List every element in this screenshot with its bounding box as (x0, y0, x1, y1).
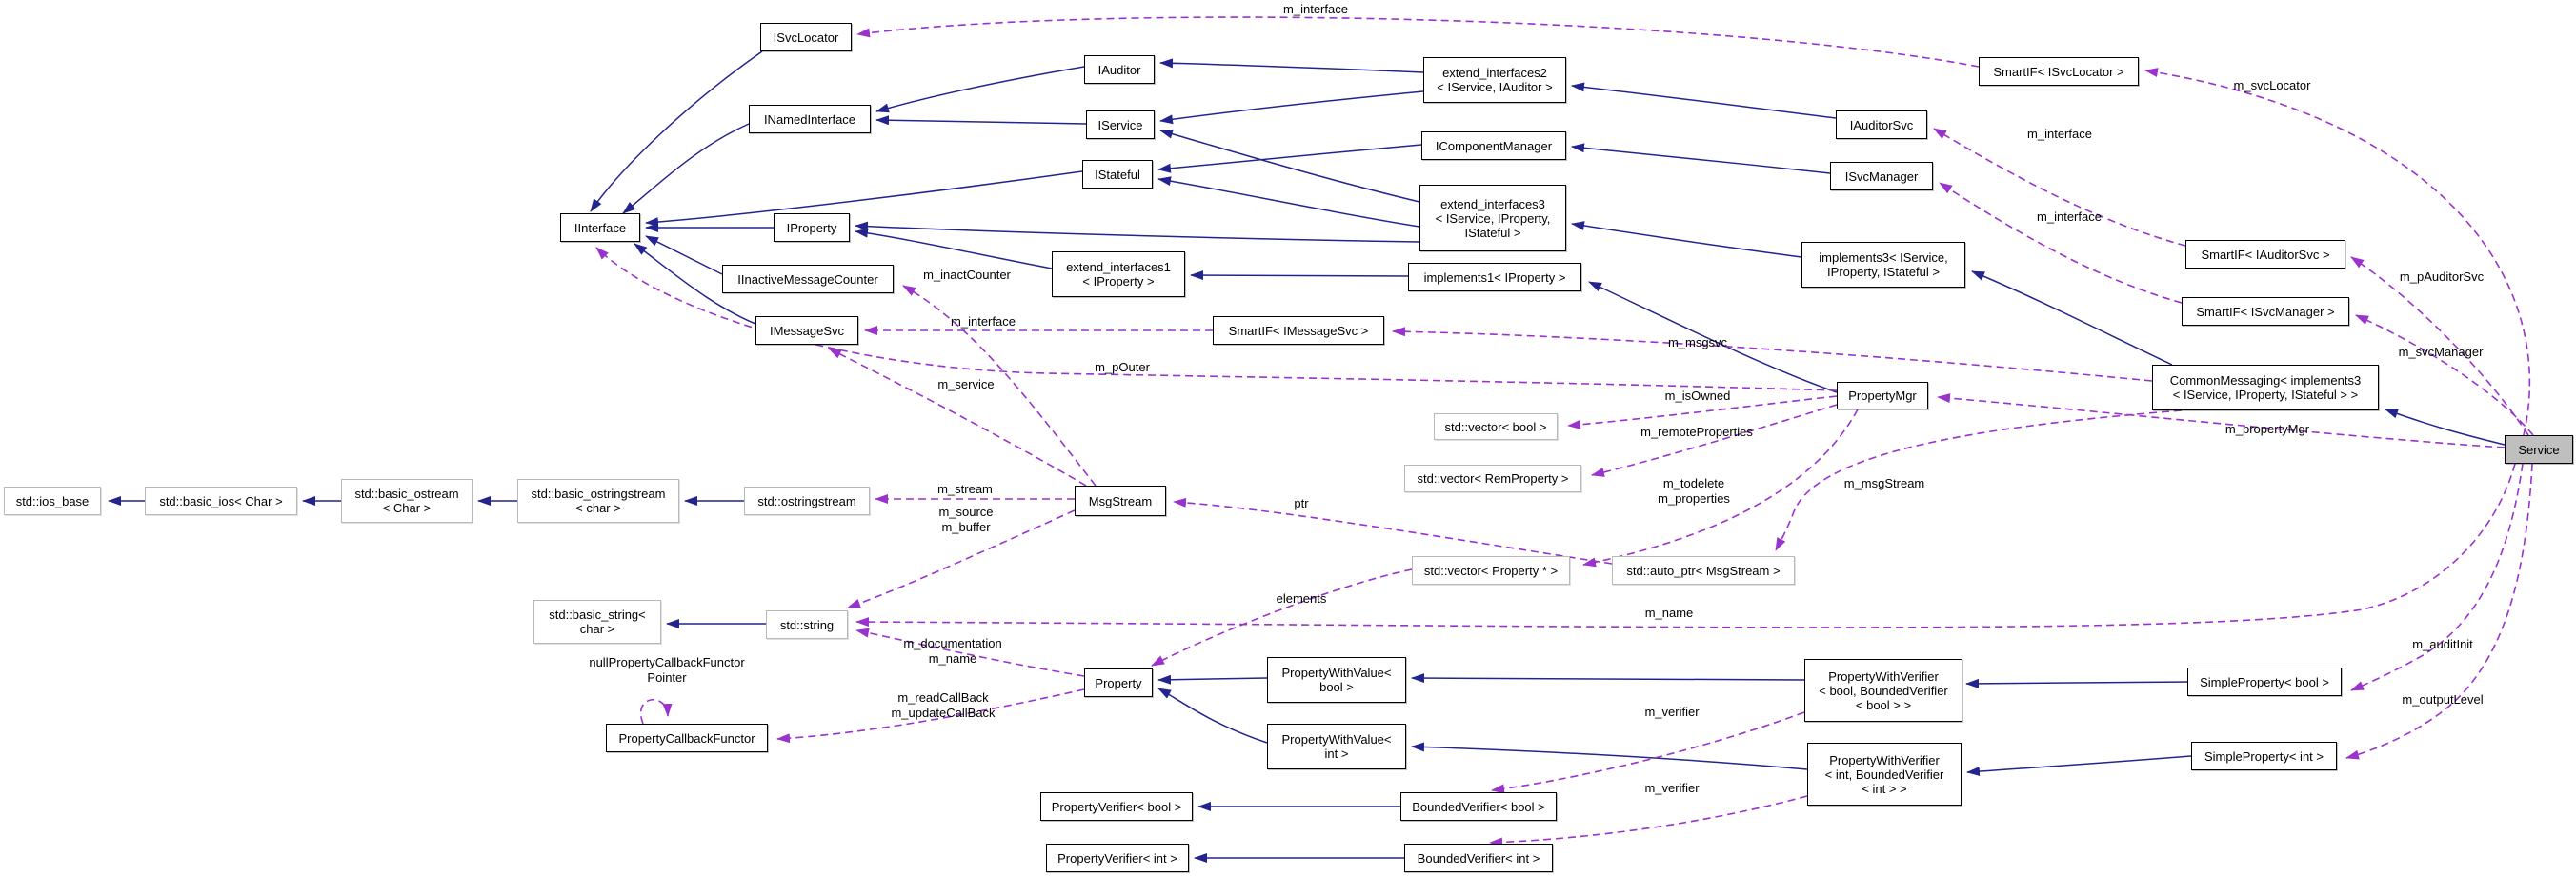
edge-label-ptr: ptr (1294, 496, 1309, 510)
class-node-icomponentmanager[interactable]: IComponentManager (1421, 131, 1566, 160)
class-node-vector-remproperty[interactable]: std::vector< RemProperty > (1404, 465, 1581, 492)
class-node-propertymgr[interactable]: PropertyMgr (1837, 382, 1928, 409)
class-node-vector-property-ptr[interactable]: std::vector< Property * > (1412, 556, 1570, 585)
edge-label-null-functor-pointer: nullPropertyCallbackFunctor Pointer (589, 655, 745, 685)
class-node-propertywithverifier-bool[interactable]: PropertyWithVerifier < bool, BoundedVeri… (1804, 659, 1962, 722)
class-node-istateful[interactable]: IStateful (1082, 160, 1153, 189)
class-node-propertywithverifier-int[interactable]: PropertyWithVerifier < int, BoundedVerif… (1807, 743, 1962, 806)
class-node-smartif-isvclocator[interactable]: SmartIF< ISvcLocator > (1979, 57, 2139, 86)
class-node-iproperty[interactable]: IProperty (774, 213, 850, 242)
class-node-basic-ostream[interactable]: std::basic_ostream < Char > (341, 479, 473, 523)
class-node-isvcmanager[interactable]: ISvcManager (1830, 162, 1933, 190)
class-node-simpleproperty-bool[interactable]: SimpleProperty< bool > (2187, 668, 2342, 696)
class-node-ostringstream[interactable]: std::ostringstream (744, 487, 870, 515)
class-node-msgstream[interactable]: MsgStream (1075, 486, 1166, 516)
class-node-string[interactable]: std::string (766, 610, 848, 639)
class-node-propertycallbackfunctor[interactable]: PropertyCallbackFunctor (606, 724, 768, 752)
class-node-iinterface[interactable]: IInterface (560, 213, 640, 242)
edge-label-m-propertymgr: m_propertyMgr (2224, 422, 2310, 436)
edge-label-m-remoteproperties: m_remoteProperties (1640, 425, 1753, 439)
class-node-simpleproperty-int[interactable]: SimpleProperty< int > (2191, 742, 2337, 770)
edge-label-m-auditinit: m_auditInit (2412, 637, 2473, 651)
class-node-vector-bool[interactable]: std::vector< bool > (1434, 413, 1558, 440)
edge-label-m-interface-svcmanager: m_interface (2037, 209, 2102, 224)
edge-label-m-verifier-int: m_verifier (1644, 781, 1700, 795)
edge-label-elements: elements (1276, 591, 1327, 606)
class-node-propertyverifier-int[interactable]: PropertyVerifier< int > (1046, 844, 1189, 872)
class-node-commonmessaging[interactable]: CommonMessaging< implements3 < IService,… (2152, 365, 2379, 410)
class-node-boundedverifier-int[interactable]: BoundedVerifier< int > (1404, 844, 1553, 872)
class-node-extend-interfaces3[interactable]: extend_interfaces3 < IService, IProperty… (1419, 185, 1566, 251)
edge-label-m-source-buffer: m_source m_buffer (938, 505, 994, 534)
edge-label-m-pauditorsvc: m_pAuditorSvc (2399, 269, 2485, 284)
edge-label-m-inactcounter: m_inactCounter (923, 268, 1011, 282)
edge-label-m-interface-auditorsvc: m_interface (2027, 127, 2092, 141)
class-node-smartif-imessagesvc[interactable]: SmartIF< IMessageSvc > (1213, 316, 1384, 345)
edge-label-m-documentation-name: m_documentation m_name (903, 636, 1002, 666)
class-node-propertywithvalue-int[interactable]: PropertyWithValue< int > (1267, 724, 1406, 769)
edge-label-m-read-update-callback: m_readCallBack m_updateCallBack (891, 690, 996, 720)
class-node-auto-ptr-msgstream[interactable]: std::auto_ptr< MsgStream > (1612, 556, 1795, 585)
class-node-inamedinterface[interactable]: INamedInterface (749, 105, 871, 133)
edge-label-m-msgsvc: m_msgsvc (1667, 335, 1728, 349)
class-node-propertyverifier-bool[interactable]: PropertyVerifier< bool > (1040, 792, 1193, 821)
class-node-smartif-isvcmanager[interactable]: SmartIF< ISvcManager > (2182, 297, 2349, 326)
class-node-iauditor[interactable]: IAuditor (1084, 55, 1155, 84)
class-node-boundedverifier-bool[interactable]: BoundedVerifier< bool > (1400, 792, 1557, 821)
class-node-iauditorsvc[interactable]: IAuditorSvc (1836, 110, 1927, 139)
class-node-smartif-iauditorsvc[interactable]: SmartIF< IAuditorSvc > (2185, 240, 2345, 269)
class-node-extend-interfaces2[interactable]: extend_interfaces2 < IService, IAuditor … (1423, 57, 1566, 103)
class-node-property[interactable]: Property (1084, 668, 1153, 697)
class-node-propertywithvalue-bool[interactable]: PropertyWithValue< bool > (1267, 657, 1406, 703)
edge-label-m-pouter: m_pOuter (1095, 360, 1150, 374)
class-node-isvclocator[interactable]: ISvcLocator (760, 23, 852, 51)
edge-label-m-verifier-bool: m_verifier (1644, 705, 1700, 719)
class-node-basic-string[interactable]: std::basic_string< char > (533, 600, 661, 644)
edge-label-m-svclocator: m_svcLocator (2233, 78, 2311, 92)
class-node-basic-ios[interactable]: std::basic_ios< Char > (145, 487, 297, 515)
class-node-ios-base[interactable]: std::ios_base (4, 487, 101, 515)
class-node-basic-ostringstream[interactable]: std::basic_ostringstream < char > (517, 479, 679, 523)
edge-label-m-msgstream: m_msgStream (1843, 476, 1925, 490)
class-node-iinactivemessagecounter[interactable]: IInactiveMessageCounter (722, 265, 894, 293)
edge-label-m-outputlevel: m_outputLevel (2402, 692, 2484, 707)
edge-label-m-service: m_service (937, 377, 995, 391)
edge-label-m-name: m_name (1644, 606, 1694, 620)
class-node-implements1[interactable]: implements1< IProperty > (1408, 263, 1581, 291)
edge-label-m-isowned: m_isOwned (1664, 389, 1731, 403)
edge-label-m-svcmanager: m_svcManager (2398, 345, 2484, 359)
edge-label-m-todelete-properties: m_todelete m_properties (1658, 476, 1730, 506)
class-node-extend-interfaces1[interactable]: extend_interfaces1 < IProperty > (1052, 251, 1185, 297)
class-node-iservice[interactable]: IService (1086, 110, 1155, 139)
edge-label-m-interface-top: m_interface (1283, 2, 1348, 16)
class-node-imessagesvc[interactable]: IMessageSvc (755, 316, 858, 345)
class-node-service[interactable]: Service (2505, 435, 2573, 464)
edge-label-m-stream: m_stream (937, 482, 993, 496)
edge-label-m-interface-imessagesvc: m_interface (951, 314, 1016, 329)
class-node-implements3[interactable]: implements3< IService, IProperty, IState… (1801, 242, 1965, 288)
